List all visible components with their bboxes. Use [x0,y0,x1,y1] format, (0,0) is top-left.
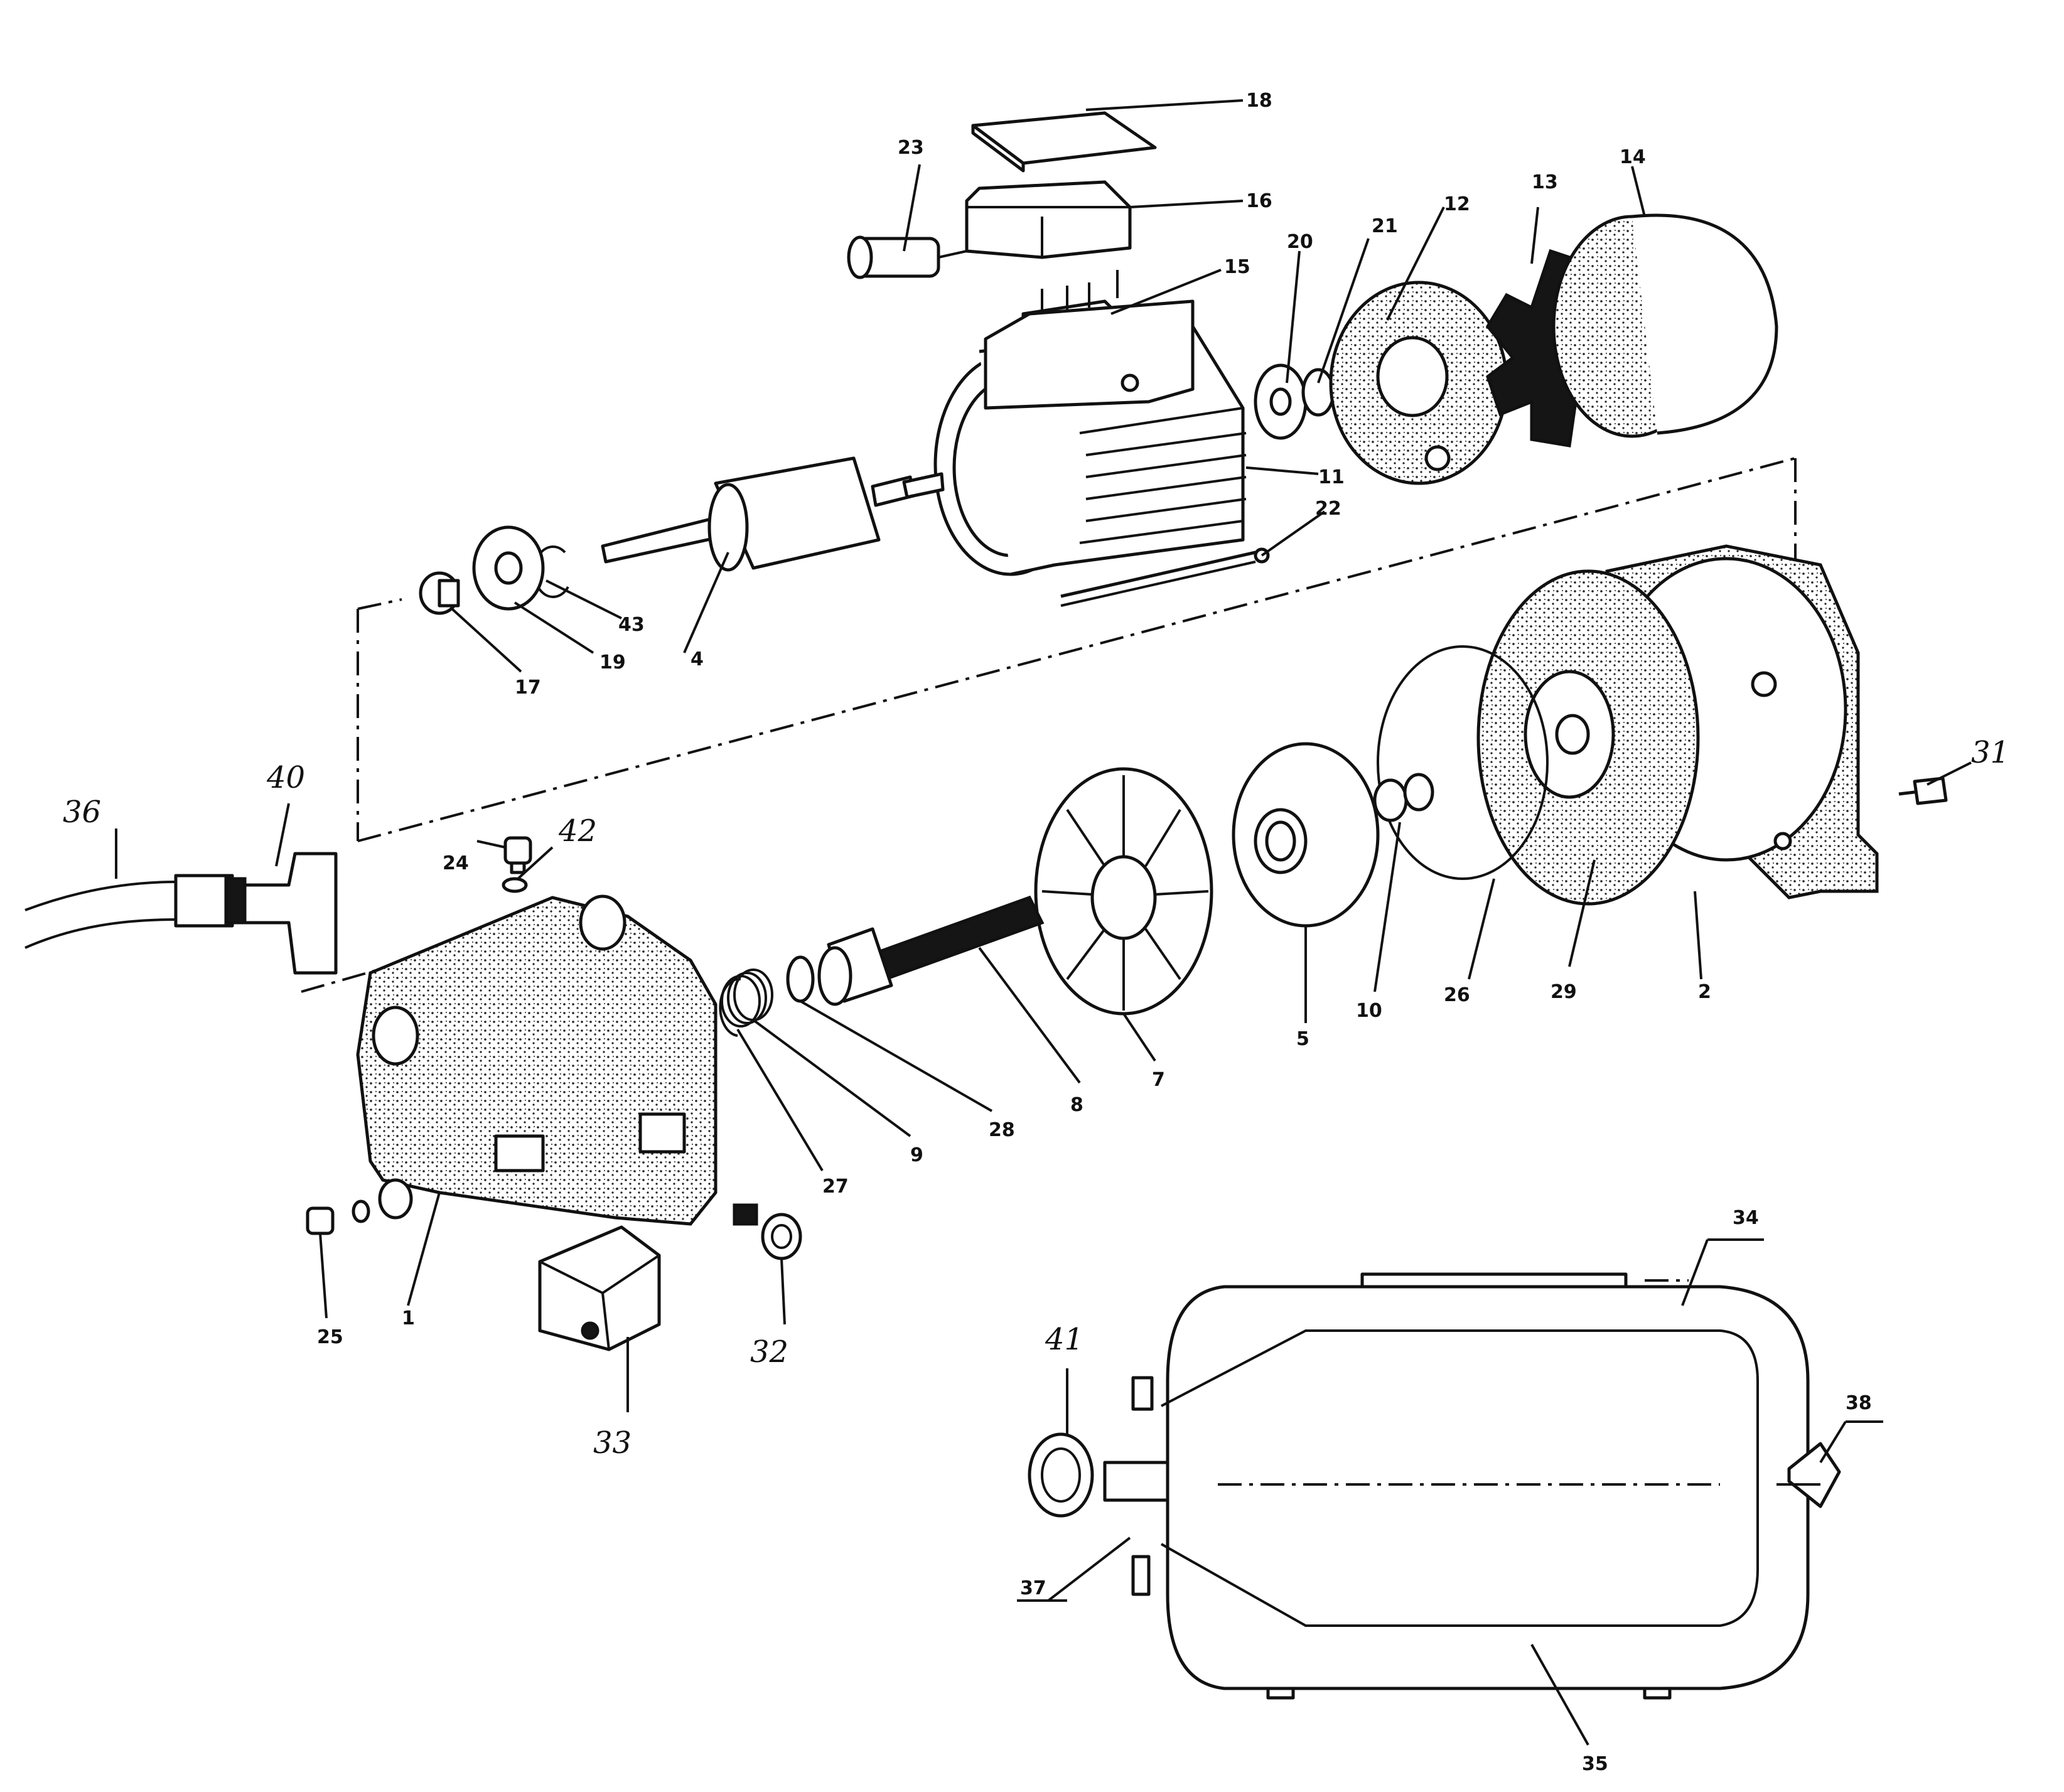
label-21: 21 [1372,215,1398,237]
part-19-bearing [472,525,545,611]
part-8-venturi-tube [817,895,1045,1006]
label-27: 27 [822,1176,849,1198]
label-14: 14 [1620,146,1646,168]
part-40-hose-fitting [174,852,338,975]
label-35: 35 [1582,1753,1608,1775]
label-37: 37 [1020,1577,1046,1599]
label-24: 24 [443,852,469,874]
part-34-pressure-tank [1103,1272,1810,1700]
label-32: 32 [750,1334,788,1370]
label-9: 9 [910,1144,923,1166]
label-17: 17 [515,677,541,699]
label-11: 11 [1318,466,1345,488]
part-21-wave-washer [1301,368,1335,417]
part-20-rear-bearing [1254,363,1308,440]
part-16-terminal-box [965,180,1132,259]
part-41-tank-seal [1028,1432,1094,1518]
part-24-plug [503,836,532,874]
label-19: 19 [599,652,626,673]
part-27-gasket [719,977,741,1037]
label-1: 1 [402,1307,415,1329]
label-36: 36 [63,795,101,830]
label-26: 26 [1444,984,1470,1006]
part-18-terminal-cover [971,111,1157,173]
part-42-washer [502,877,528,893]
part-29-diffuser-plate [1476,569,1700,906]
part-5-impeller [1232,742,1380,928]
label-20: 20 [1287,231,1313,253]
label-23: 23 [898,137,924,159]
part-12-rear-shield [1329,281,1508,485]
part-25-drain-plug [306,1199,370,1235]
label-10: 10 [1356,1000,1382,1022]
label-12: 12 [1444,193,1470,215]
label-4: 4 [691,648,704,670]
label-40: 40 [266,760,305,795]
part-37-tank-clip [1131,1376,1154,1596]
label-42: 42 [558,813,597,849]
part-17-front-cap [419,571,460,615]
label-38: 38 [1846,1392,1872,1414]
label-25: 25 [317,1326,343,1348]
part-23-capacitor [847,235,967,279]
part-33-pressure-switch [538,1225,661,1351]
label-8: 8 [1070,1094,1083,1116]
leader-lines [115,99,1972,1746]
part-26-o-ring [1377,645,1549,880]
label-13: 13 [1532,171,1558,193]
part-11-motor-housing [933,299,1247,576]
part-1-pump-body [356,894,718,1226]
label-2: 2 [1698,981,1711,1003]
label-33: 33 [593,1425,632,1461]
part-10-mechanical-seal [1373,773,1434,822]
label-41: 41 [1045,1322,1083,1357]
label-18: 18 [1246,90,1272,112]
assembly-axis-upper [357,457,1797,842]
label-15: 15 [1224,256,1250,278]
part-32-pressure-gauge [733,1203,802,1260]
part-31-bolt [1898,776,1948,805]
part-7-diffuser [1034,767,1213,1016]
part-labels: 18 16 23 15 20 21 12 13 14 11 22 4 43 19… [63,90,2009,1775]
label-28: 28 [989,1119,1015,1141]
part-36-hose [24,881,176,949]
label-7: 7 [1152,1069,1165,1091]
label-5: 5 [1296,1028,1309,1050]
label-43: 43 [618,614,645,636]
label-31: 31 [1971,735,2009,770]
part-28-nozzle [786,955,815,1003]
label-34: 34 [1733,1207,1759,1229]
part-38-air-valve [1776,1442,1841,1508]
part-9-spring [721,968,773,1027]
label-29: 29 [1551,981,1577,1003]
label-22: 22 [1315,498,1341,520]
part-4-rotor [601,456,945,572]
label-16: 16 [1246,190,1272,212]
part-14-fan-cover [1552,213,1778,438]
